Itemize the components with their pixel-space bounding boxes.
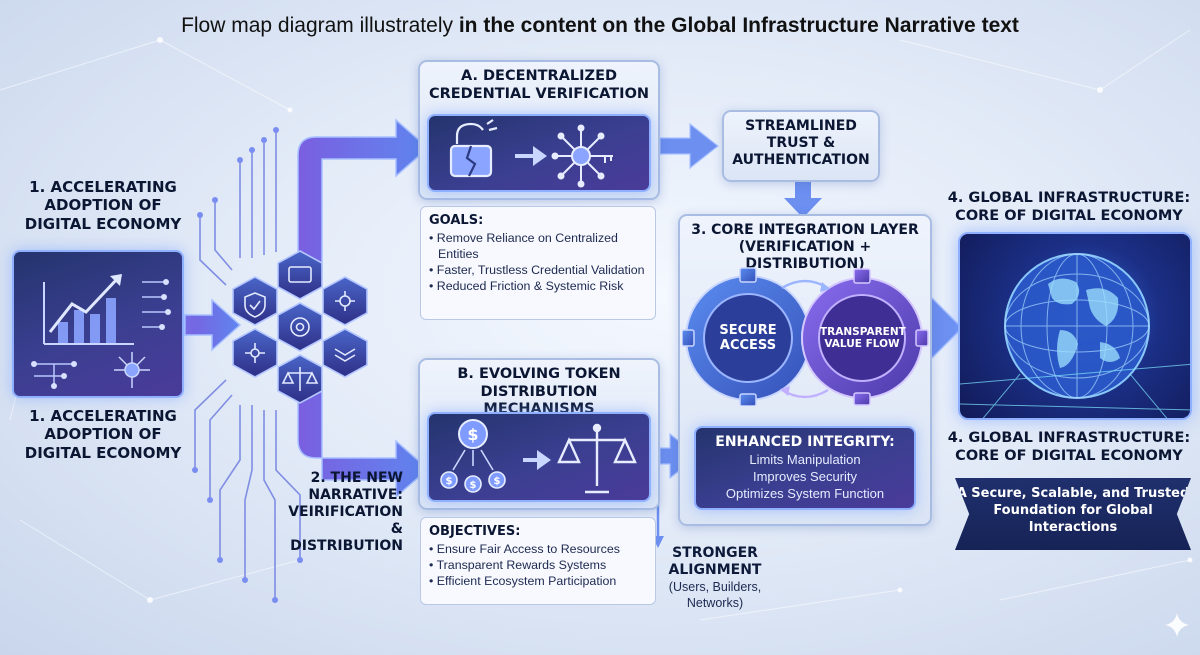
broken-lock-icon <box>449 119 498 178</box>
alignment-label: STRONGER ALIGNMENT (Users, Builders, Net… <box>660 545 770 611</box>
arrow-hex-to-b <box>297 374 430 499</box>
global-top-label: 4. GLOBAL INFRASTRUCTURE: CORE OF DIGITA… <box>947 190 1191 224</box>
section-a-panel: A. DECENTRALIZED CREDENTIAL VERIFICATION <box>418 60 660 200</box>
gear-icon <box>290 317 310 337</box>
svg-text:$: $ <box>494 476 501 487</box>
objectives-box: OBJECTIVES: Ensure Fair Access to Resour… <box>420 517 656 605</box>
gear-right-label: TRANSPARENT VALUE FLOW <box>820 326 906 351</box>
key-icon <box>557 130 613 182</box>
objective-item: Transparent Rewards Systems <box>429 557 647 573</box>
id-card-icon <box>288 266 312 283</box>
integrity-item: Limits Manipulation <box>749 452 861 467</box>
page-title: Flow map diagram illustrately in the con… <box>0 14 1200 38</box>
global-bottom-label: 4. GLOBAL INFRASTRUCTURE: CORE OF DIGITA… <box>947 430 1191 464</box>
section-b-panel: B. EVOLVING TOKEN DISTRIBUTION MECHANISM… <box>418 358 660 510</box>
gear-left-label: SECURE ACCESS <box>719 323 777 353</box>
scales-icon <box>281 367 319 391</box>
sparkle-icon <box>1165 613 1189 637</box>
arrow-icon <box>523 450 551 470</box>
hex-id-card <box>277 250 323 300</box>
left-top-label: 1. ACCELERATING ADOPTION OF DIGITAL ECON… <box>24 178 182 233</box>
gears-graphic <box>682 267 929 406</box>
network-hub-icon <box>114 352 150 388</box>
shield-check-icon <box>244 292 266 318</box>
core-integration-panel: 3. CORE INTEGRATION LAYER (VERIFICATION … <box>678 214 932 526</box>
hex-gear <box>277 302 323 352</box>
token-visual: $ $ $ $ <box>427 412 651 502</box>
alignment-title: STRONGER ALIGNMENT <box>668 545 762 578</box>
goal-item: Remove Reliance on Centralized Entities <box>429 230 647 262</box>
trust-box: STREAMLINED TRUST & AUTHENTICATION <box>722 110 880 182</box>
core-header: 3. CORE INTEGRATION LAYER (VERIFICATION … <box>691 222 919 273</box>
hex-token <box>322 328 368 378</box>
circuit-lines <box>194 130 301 600</box>
hex-network <box>322 276 368 326</box>
arrow-left-to-hex <box>184 298 242 352</box>
goal-item: Reduced Friction & Systemic Risk <box>429 278 647 294</box>
integrity-item: Optimizes System Function <box>725 485 885 501</box>
title-prefix: Flow map diagram illustrately <box>181 14 459 37</box>
svg-text:$: $ <box>446 476 453 487</box>
hexagon-cluster <box>232 250 368 404</box>
integrity-item: Improves Security <box>752 468 858 484</box>
layers-icon <box>334 348 356 362</box>
svg-text:$: $ <box>467 425 478 444</box>
alignment-sub: (Users, Builders, Networks) <box>668 579 762 610</box>
globe-icon <box>960 253 1190 418</box>
left-bottom-label: 1. ACCELERATING ADOPTION OF DIGITAL ECON… <box>24 407 182 462</box>
coin-icon: $ <box>458 419 488 449</box>
hex-hub <box>232 328 278 378</box>
gear-icon <box>801 268 929 406</box>
objective-item: Efficient Ecosystem Participation <box>429 573 647 589</box>
trust-label: STREAMLINED TRUST & AUTHENTICATION <box>732 118 870 169</box>
svg-text:$: $ <box>470 480 477 491</box>
goals-box: GOALS: Remove Reliance on Centralized En… <box>420 206 656 320</box>
gear-icon <box>682 267 813 406</box>
goal-item: Faster, Trustless Credential Validation <box>429 262 647 278</box>
title-bold: in the content on the Global Infrastruct… <box>458 14 1019 37</box>
growth-chart-icon <box>31 274 171 389</box>
foundation-banner: A Secure, Scalable, and Trusted Foundati… <box>955 478 1191 550</box>
integrity-title: ENHANCED INTEGRITY: <box>715 434 895 450</box>
section-a-header: A. DECENTRALIZED CREDENTIAL VERIFICATION <box>428 68 650 102</box>
arrow-trust-to-core <box>784 182 822 218</box>
credential-visual <box>427 114 651 192</box>
digital-economy-card <box>12 250 184 398</box>
globe-card <box>958 232 1192 420</box>
hex-shield <box>232 276 278 326</box>
arrow-a-to-trust <box>659 122 719 170</box>
goals-title: GOALS: <box>429 213 484 228</box>
scales-icon <box>557 423 637 494</box>
objectives-title: OBJECTIVES: <box>429 524 521 539</box>
narrative-label: 2. THE NEW NARRATIVE: VEIRIFICATION & DI… <box>288 470 403 555</box>
objective-item: Ensure Fair Access to Resources <box>429 541 647 557</box>
arrow-icon <box>515 146 547 166</box>
integrity-box: ENHANCED INTEGRITY: Limits Manipulation … <box>694 426 916 510</box>
